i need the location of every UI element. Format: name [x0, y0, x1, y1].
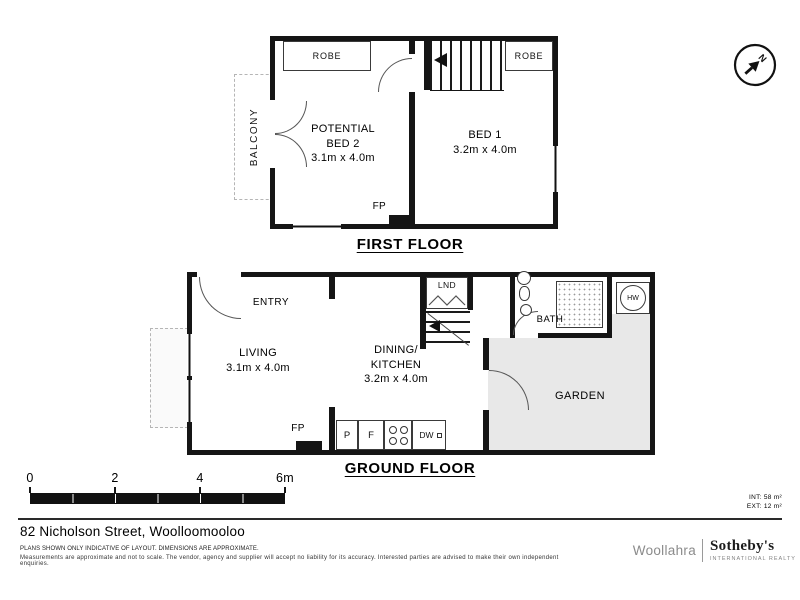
dishwasher-label: DW	[419, 430, 434, 440]
brand-tagline: INTERNATIONAL REALTY	[710, 556, 796, 562]
balcony-door-opening	[270, 100, 275, 168]
laundry-wall	[468, 277, 473, 310]
first-floor-title: FIRST FLOOR	[356, 236, 464, 253]
hot-water-label: HW	[627, 294, 639, 302]
bed1-name: BED 1	[468, 129, 502, 141]
scale-tick	[284, 487, 286, 493]
bath-wall	[538, 333, 612, 338]
sink-icon	[437, 433, 442, 438]
fireplace-notch	[389, 215, 415, 224]
scale-tick	[199, 487, 201, 493]
bath-label: BATH	[536, 314, 564, 325]
ground-floor-title: GROUND FLOOR	[344, 460, 476, 477]
laundry-label: LND	[437, 280, 457, 290]
agency-name: Woollahra	[632, 543, 696, 558]
dining-name-line1: DINING/	[374, 344, 418, 356]
bed2-name-line2: BED 2	[326, 137, 360, 150]
entry-door-opening	[197, 272, 241, 277]
kitchen-garden-wall	[483, 338, 489, 370]
burner-icon	[400, 437, 408, 445]
stairs-direction-arrow-icon	[434, 53, 447, 67]
bedroom-divider-wall	[409, 92, 415, 224]
scale-tick-label: 6m	[276, 471, 294, 485]
bed2-dimensions: 3.1m x 4.0m	[311, 152, 375, 164]
disclaimer-line2: Measurements are approximate and not to …	[20, 555, 559, 567]
bifold-door-icon	[428, 295, 466, 306]
stairs-direction-arrow-icon	[429, 320, 440, 332]
fireplace-label: FP	[291, 423, 305, 434]
north-arrow-icon: N	[732, 42, 778, 88]
living-dimensions: 3.1m x 4.0m	[226, 361, 290, 374]
dishwasher: DW	[412, 420, 446, 450]
window	[187, 334, 192, 376]
front-planter	[150, 328, 188, 428]
scale-tick-label: 0	[26, 471, 34, 485]
fireplace-notch	[296, 441, 322, 450]
brand-name: Sotheby's	[710, 538, 775, 554]
stair-laundry-wall	[420, 277, 426, 349]
garden-area	[612, 314, 650, 340]
disclaimer-line1: PLANS SHOWN ONLY INDICATIVE OF LAYOUT. D…	[20, 546, 259, 552]
stairwell-wall	[424, 41, 430, 90]
bed1-label: BED 1 3.2m x 4.0m	[425, 128, 545, 157]
burner-icon	[389, 437, 397, 445]
robe-right: ROBE	[505, 41, 553, 71]
laundry-cupboard: LND	[426, 277, 468, 309]
pantry: P	[336, 420, 358, 450]
bed2-name-line1: POTENTIAL	[311, 123, 375, 135]
scale-bar	[30, 493, 285, 504]
window	[187, 380, 192, 422]
brand-divider	[702, 539, 704, 562]
fridge-label: F	[368, 429, 374, 441]
burner-icon	[389, 426, 397, 434]
bedroom-divider-wall	[409, 41, 415, 54]
pantry-label: P	[343, 429, 351, 441]
dining-name-line2: KITCHEN	[370, 358, 422, 371]
living-label: LIVING 3.1m x 4.0m	[202, 346, 314, 375]
internal-area: INT: 58 m²	[749, 494, 782, 501]
living-name: LIVING	[239, 347, 277, 359]
robe-left-label: ROBE	[312, 51, 342, 61]
external-area: EXT: 12 m²	[746, 503, 782, 510]
kitchen-garden-wall	[483, 410, 489, 450]
toilet-cistern	[517, 271, 531, 285]
dining-kitchen-label: DINING/ KITCHEN 3.2m x 4.0m	[342, 343, 450, 387]
dining-dimensions: 3.2m x 4.0m	[364, 373, 428, 385]
bed1-dimensions: 3.2m x 4.0m	[453, 143, 517, 156]
footer-divider	[18, 518, 782, 520]
scale-tick-label: 2	[111, 471, 119, 485]
property-address: 82 Nicholson Street, Woolloomooloo	[20, 524, 245, 539]
robe-right-label: ROBE	[514, 51, 544, 61]
living-dining-wall	[329, 277, 335, 299]
burner-icon	[400, 426, 408, 434]
cooktop	[384, 420, 412, 450]
robe-left: ROBE	[283, 41, 371, 71]
entry-label: ENTRY	[252, 297, 290, 308]
garden-label: GARDEN	[554, 390, 606, 402]
scale-tick-label: 4	[196, 471, 204, 485]
hot-water-circle: HW	[620, 285, 646, 311]
window	[293, 224, 341, 229]
bath-wall	[607, 277, 612, 338]
scale-tick	[114, 487, 116, 493]
basin	[520, 304, 532, 316]
scale-tick	[29, 487, 31, 493]
fridge: F	[358, 420, 384, 450]
living-dining-wall	[329, 407, 335, 450]
bed2-label: POTENTIAL BED 2 3.1m x 4.0m	[280, 122, 406, 166]
toilet-bowl	[519, 286, 530, 301]
shower	[556, 281, 603, 328]
window	[553, 146, 558, 192]
area-summary: INT: 58 m² EXT: 12 m²	[690, 493, 782, 511]
bath-wall	[510, 277, 515, 338]
fireplace-label: FP	[372, 201, 386, 212]
balcony: BALCONY	[234, 74, 274, 200]
balcony-label: BALCONY	[249, 107, 260, 167]
